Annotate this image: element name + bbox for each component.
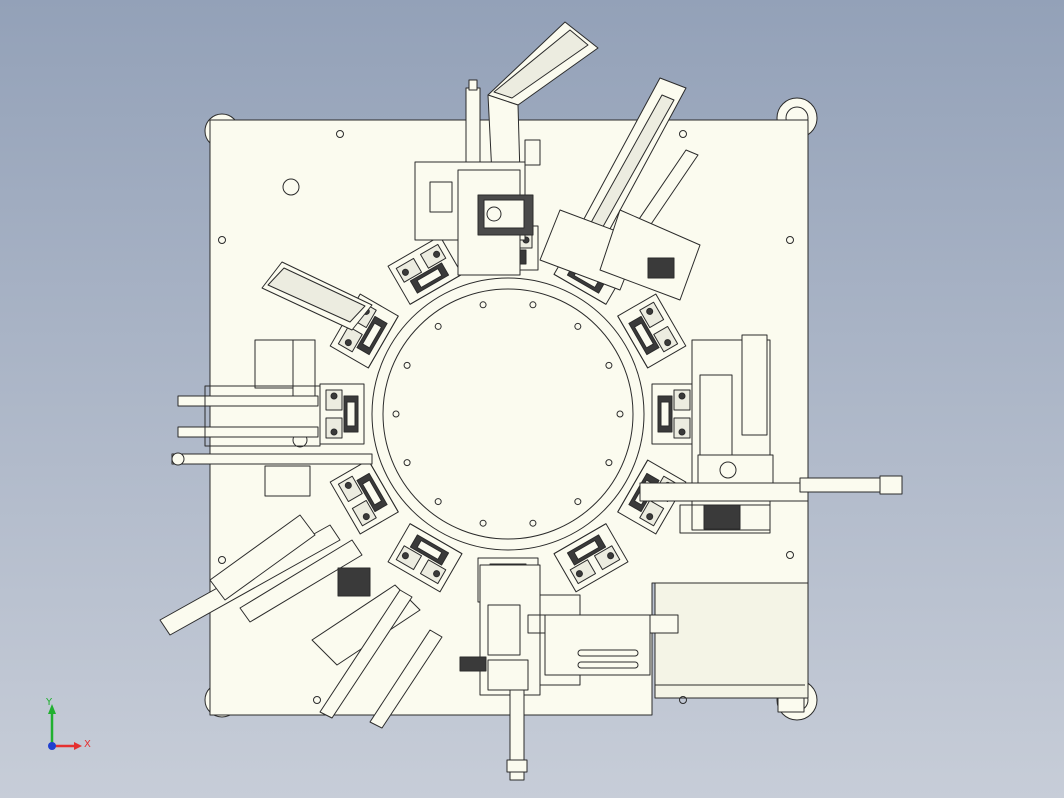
coordinate-triad (48, 704, 82, 750)
bolt-hole (605, 459, 613, 467)
station-part (409, 273, 463, 305)
bolt-hole (529, 301, 537, 309)
triad-y-label: Y (46, 697, 53, 708)
station-part (344, 339, 352, 347)
station-part (330, 428, 338, 436)
station-part (646, 307, 654, 315)
bolt-hole (392, 410, 400, 418)
base-plate-cutout (654, 582, 809, 699)
station-block (329, 459, 399, 535)
station-part (367, 459, 399, 513)
station-part (337, 325, 363, 353)
station-part (395, 545, 423, 571)
bolt-hole (403, 459, 411, 467)
station-part (593, 545, 621, 571)
station-part (575, 570, 583, 578)
station-part (351, 499, 377, 527)
bolt-hole (403, 361, 411, 369)
station-part (362, 322, 382, 349)
station-part (419, 243, 447, 269)
station-part (401, 268, 409, 276)
station-part (325, 389, 343, 411)
station-block (617, 293, 687, 369)
bolt-hole (529, 519, 537, 527)
bolt-hole (479, 301, 487, 309)
station-part (330, 392, 338, 400)
right-side-assembly (639, 334, 903, 534)
bolt-hole (434, 322, 442, 330)
bolt-hole (479, 519, 487, 527)
station-part (337, 475, 363, 503)
station-block (319, 383, 365, 445)
station-part (346, 401, 356, 427)
station-part (639, 499, 665, 527)
bolt-hole (574, 498, 582, 506)
station-part (673, 417, 691, 439)
station-part (639, 301, 665, 329)
left-rails (171, 385, 373, 497)
bolt-hole (616, 410, 624, 418)
station-part (409, 523, 463, 555)
station-part (573, 540, 600, 560)
top-right-cylinder (539, 77, 701, 301)
station-block (651, 383, 697, 445)
bottom-right-plate (544, 614, 651, 676)
station-part (419, 559, 447, 585)
station-block (387, 523, 463, 593)
left-upper-cylinder (254, 261, 373, 401)
station-part (678, 428, 686, 436)
station-part (607, 552, 615, 560)
station-part (344, 481, 352, 489)
station-part (362, 479, 382, 506)
station-part (678, 392, 686, 400)
station-part (646, 513, 654, 521)
station-part (553, 523, 607, 555)
station-part (634, 322, 654, 349)
station-part (660, 401, 670, 427)
triad-x-label: X (84, 739, 91, 750)
station-part (664, 339, 672, 347)
station-part (433, 570, 441, 578)
turntable (371, 277, 645, 551)
station-part (416, 540, 443, 560)
feeder-chute (414, 21, 599, 276)
station-part (653, 325, 679, 353)
station-block (553, 523, 629, 593)
station-block (387, 235, 463, 305)
station-part (553, 273, 607, 305)
station-part (367, 315, 399, 369)
station-part (617, 315, 649, 369)
station-part (395, 257, 423, 283)
bolt-hole (574, 322, 582, 330)
bottom-left-cylinders (159, 514, 443, 729)
station-part (401, 552, 409, 560)
station-part (673, 389, 691, 411)
bolt-hole (605, 361, 613, 369)
station-part (325, 417, 343, 439)
station-part (362, 513, 370, 521)
station-part (416, 268, 443, 288)
station-part (433, 250, 441, 258)
station-part (617, 459, 649, 513)
bolt-hole (434, 498, 442, 506)
station-part (569, 559, 597, 585)
